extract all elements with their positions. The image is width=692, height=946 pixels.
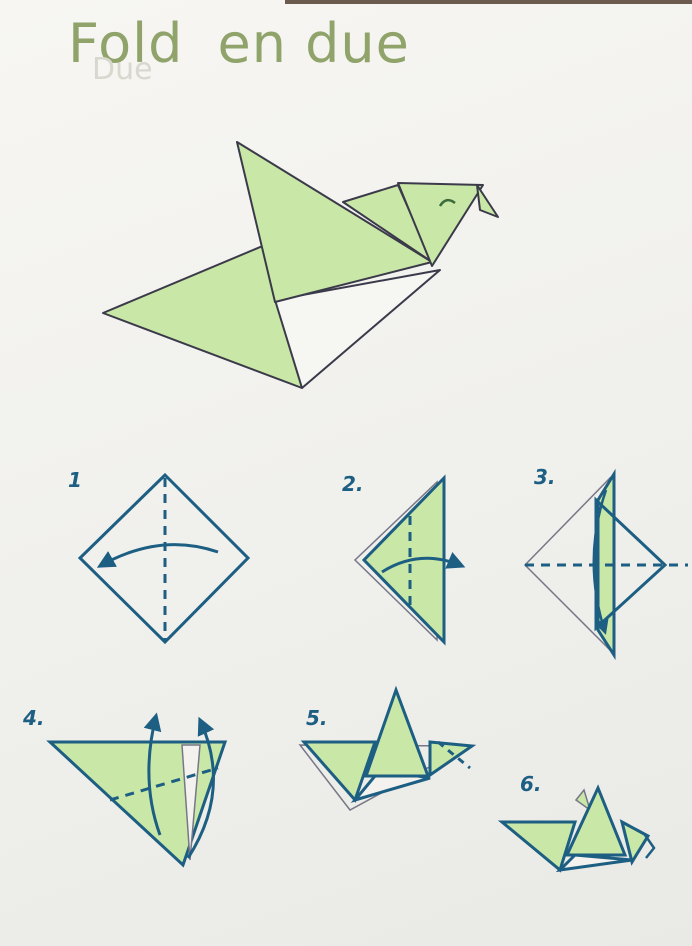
step-4-number: 4. [23,706,45,730]
step-2-diagram [355,478,462,642]
bird-beak-triangle [477,185,498,217]
step-1-number: 1 [68,468,82,492]
step-3-diagram [525,474,688,655]
step-6-diagram [502,788,654,870]
step-6-beak [645,835,654,858]
step-6-body [560,855,632,870]
step-3-number: 3. [534,465,556,489]
step-1-diagram [80,475,248,642]
step-5-wing [366,690,428,776]
step-4-diagram [50,716,225,865]
step-2-number: 2. [342,472,364,496]
step-5-number: 5. [306,706,328,730]
large-bird-drawing [103,142,498,388]
step-6-number: 6. [520,772,542,796]
step-5-head [430,742,472,775]
step-2-green-triangle [364,478,444,642]
fold-arrow [100,545,218,566]
step-6-tail [502,822,575,870]
